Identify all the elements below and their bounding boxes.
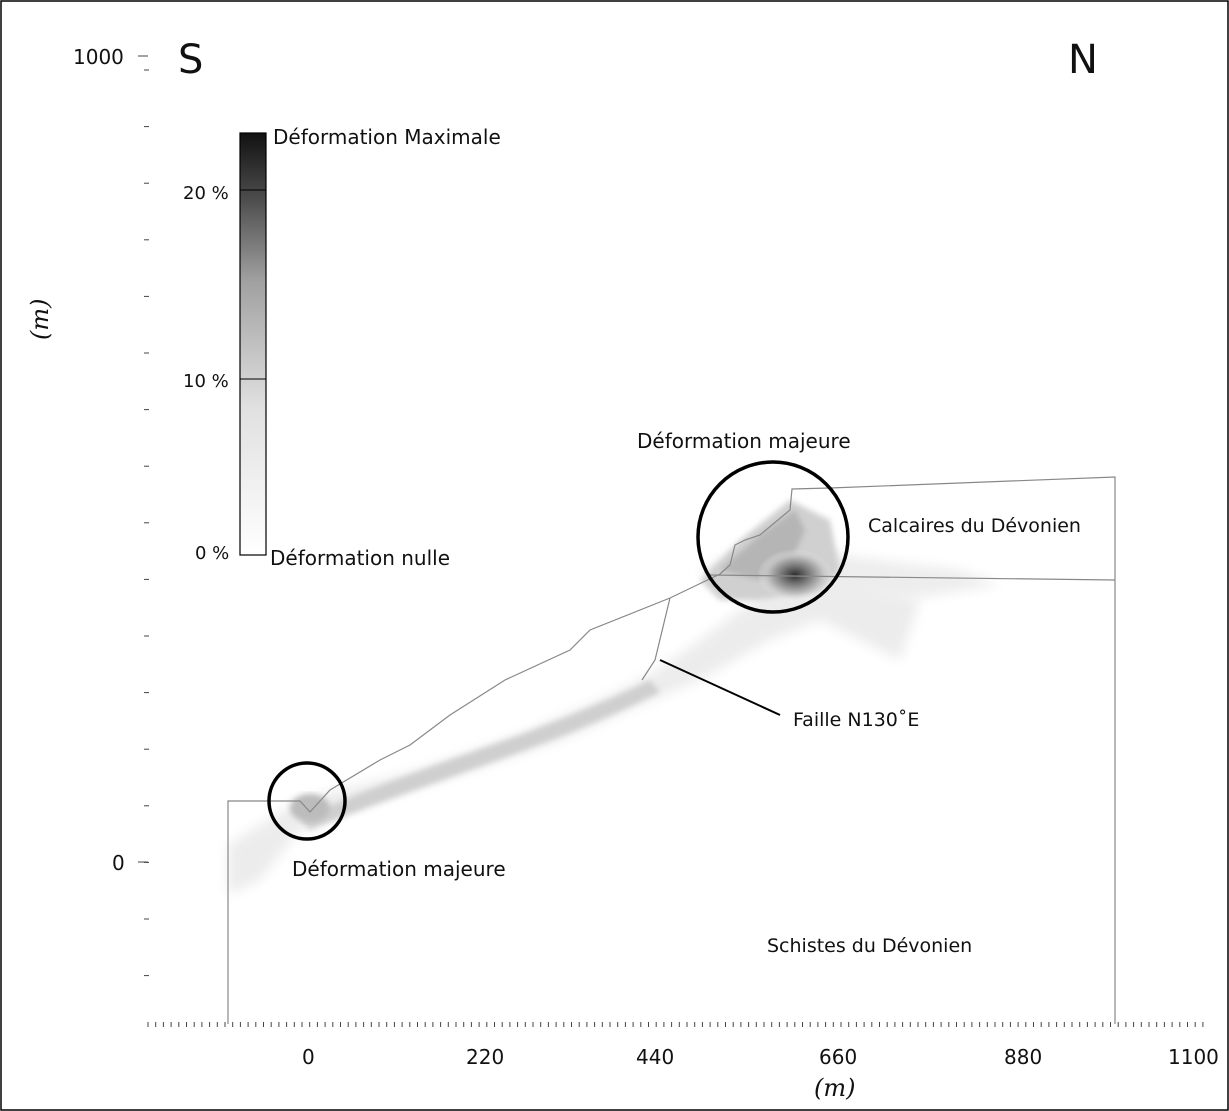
x-tick-0: 0 [302,1045,315,1069]
x-tick-660: 660 [819,1045,857,1069]
legend-color-bar [239,132,267,556]
y-axis: 1000 0 (m) [26,45,149,977]
direction-south: S [178,37,203,83]
annotation-fault: Faille N130˚E [793,709,919,731]
y-tick-1000: 1000 [73,45,124,69]
major-deformation-circle-lower [267,761,347,841]
x-axis-label: (m) [814,1074,855,1102]
y-axis-label: (m) [26,299,54,340]
annotation-limestone: Calcaires du Dévonien [868,515,1081,537]
legend-tick-0: 0 % [195,543,229,564]
x-tick-880: 880 [1004,1045,1042,1069]
annotation-schist: Schistes du Dévonien [767,935,972,957]
direction-north: N [1068,37,1098,83]
legend-max-label: Déformation Maximale [273,125,501,149]
legend-tick-20: 20 % [183,183,229,204]
legend-min-label: Déformation nulle [270,546,450,570]
y-tick-0: 0 [112,851,125,875]
x-tick-440: 440 [636,1045,674,1069]
x-tick-1100: 1100 [1168,1045,1219,1069]
major-deformation-circle-upper [696,460,850,614]
legend: Déformation Maximale Déformation nulle 2… [183,125,501,570]
slope-outline [227,476,1116,1024]
fault-leader-line [659,659,781,716]
strain-field [228,500,1000,895]
x-axis: 0 220 440 660 880 1100 (m) [147,1022,1219,1102]
annotation-major-lower: Déformation majeure [292,857,506,881]
x-tick-220: 220 [466,1045,504,1069]
legend-tick-10: 10 % [183,371,229,392]
annotation-major-upper: Déformation majeure [637,429,851,453]
